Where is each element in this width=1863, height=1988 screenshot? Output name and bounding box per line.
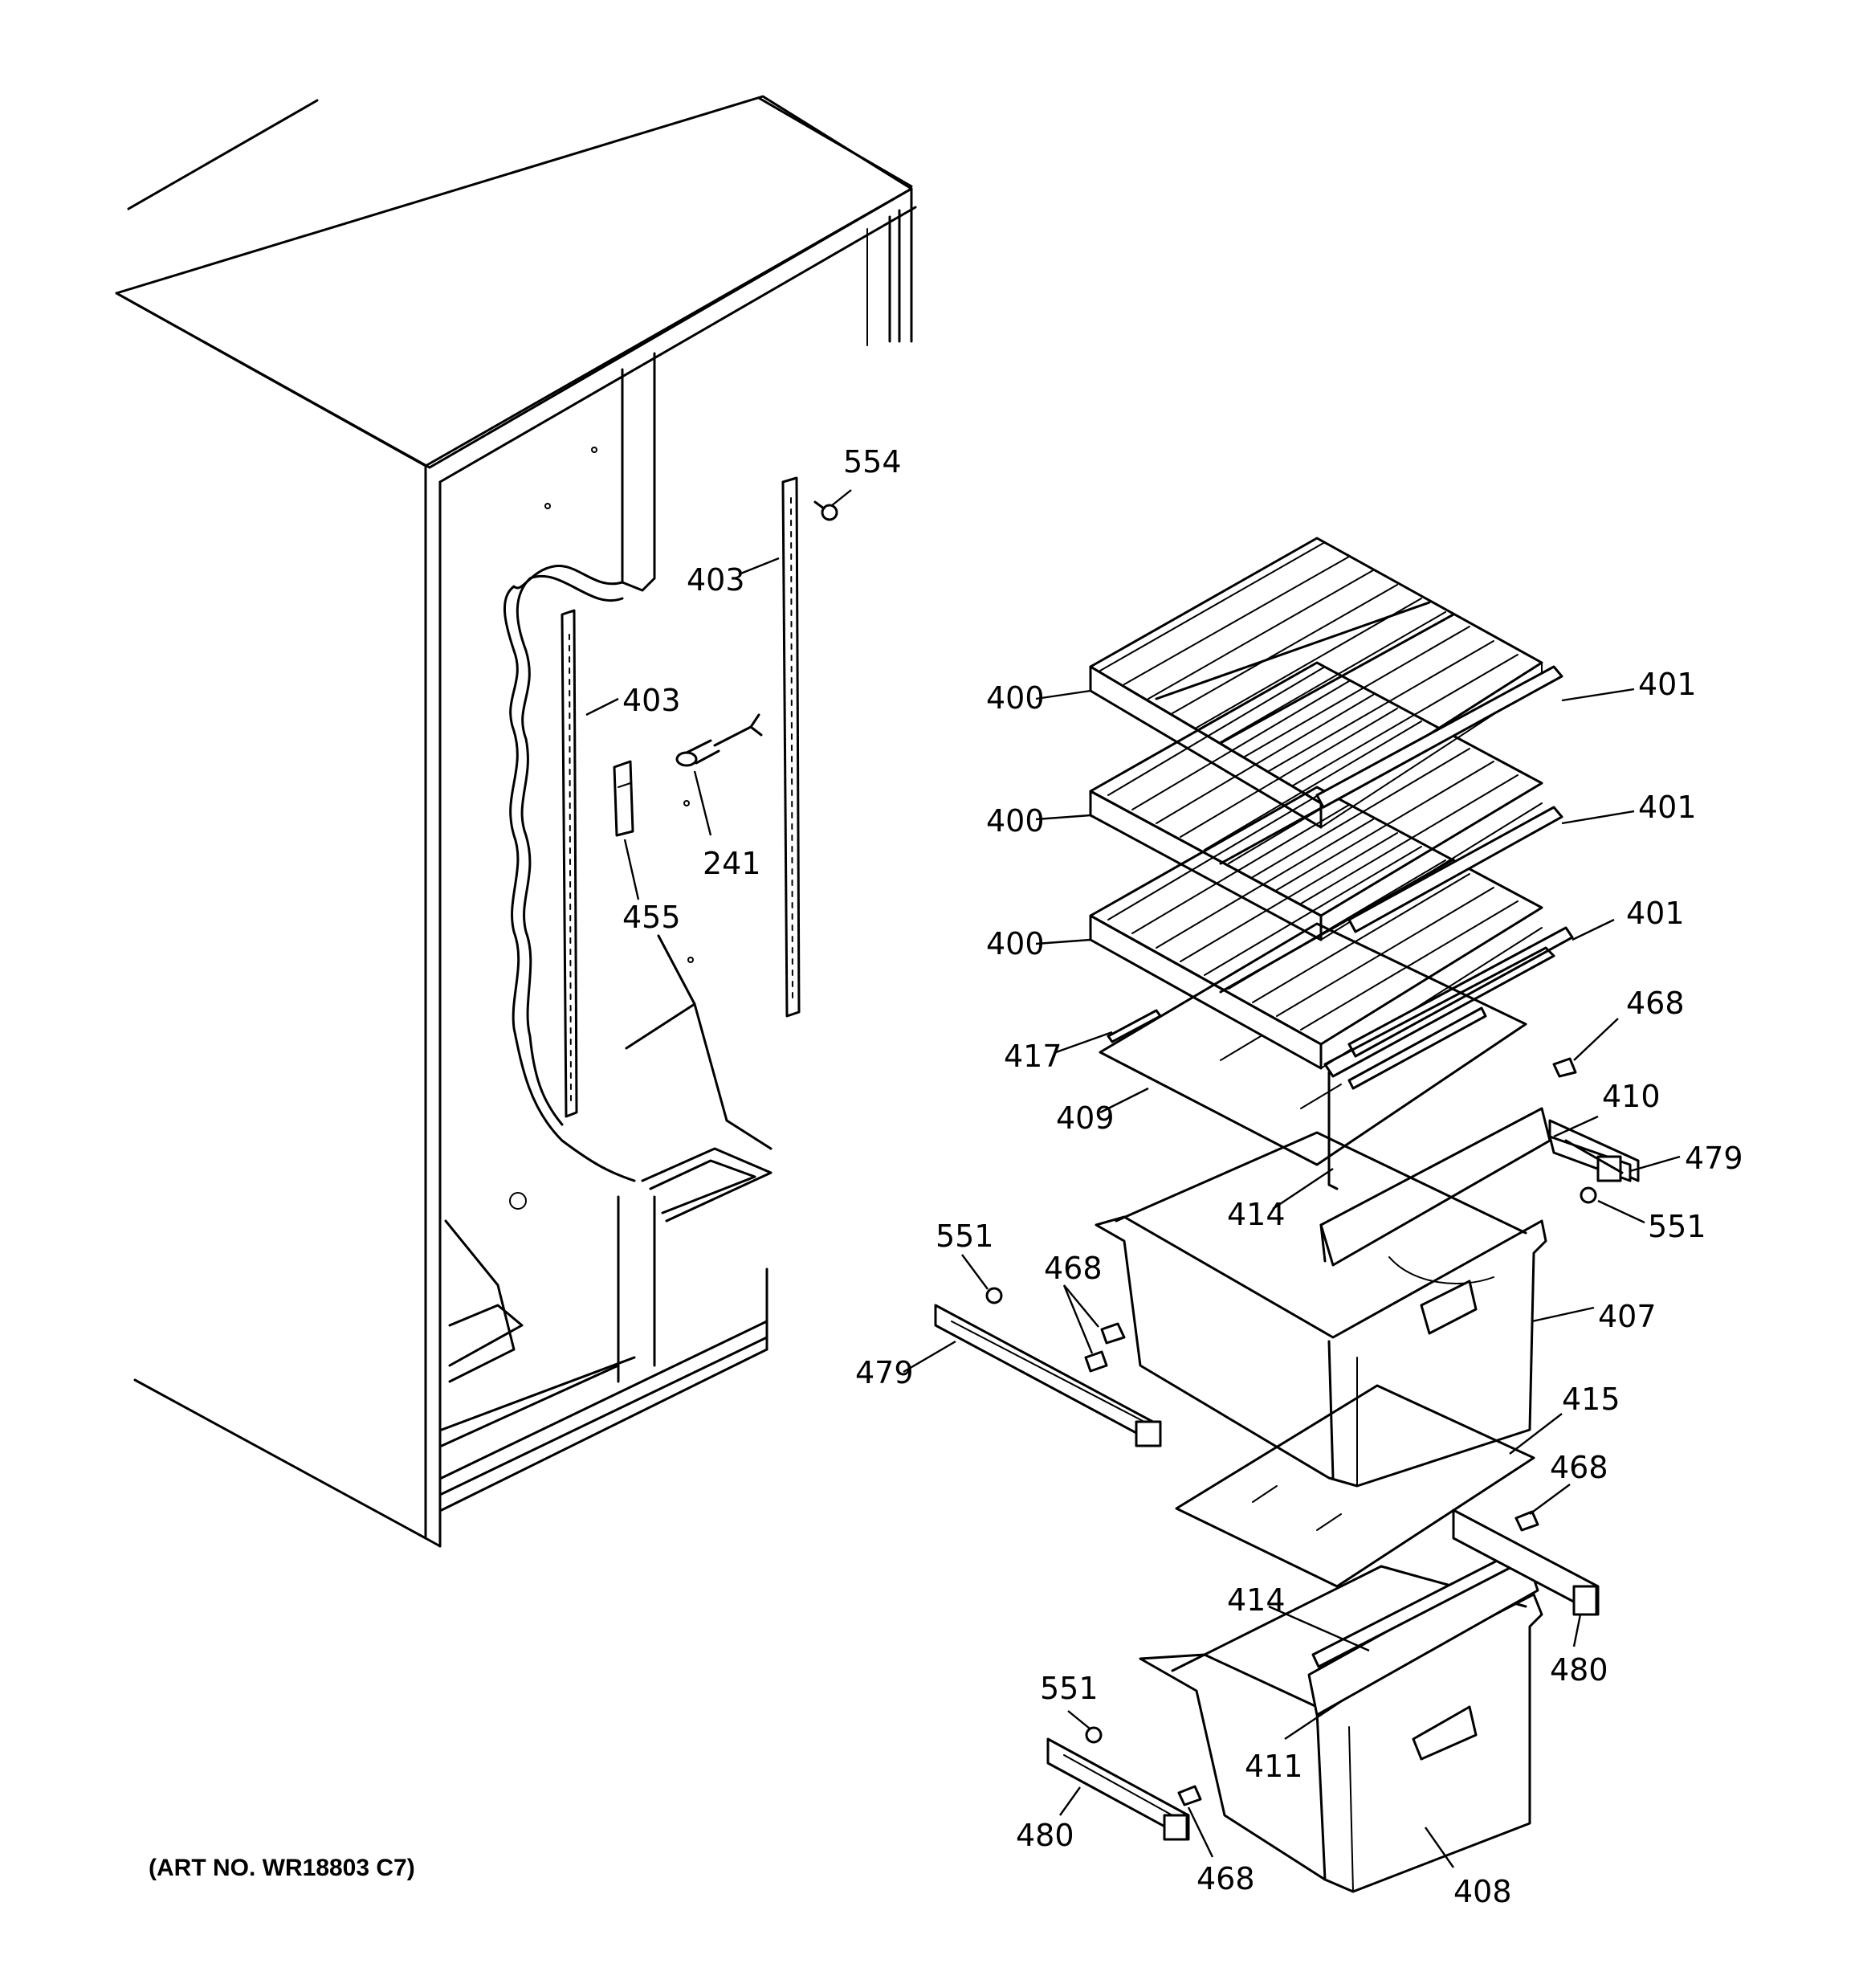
callout-labels: 554 403 403 241 455 400 400 400 401 401 …: [622, 444, 1743, 1909]
shelf-rail-right: [781, 476, 801, 1018]
leader-lines: [585, 489, 1681, 1868]
callout-480-left: 480: [1016, 1818, 1074, 1853]
callout-409: 409: [1056, 1100, 1115, 1136]
callout-479-left: 479: [855, 1355, 914, 1390]
callout-400-bottom: 400: [986, 926, 1045, 961]
refrigerator-cabinet: [115, 95, 917, 1548]
callout-407: 407: [1598, 1299, 1657, 1334]
callout-401-middle: 401: [1638, 790, 1697, 825]
crisper-drawer-upper: [1095, 946, 1555, 1488]
pad-468-lower-left: [1177, 1785, 1202, 1806]
drawer-slide-right-479: [1548, 1135, 1632, 1182]
callout-408: 408: [1453, 1874, 1512, 1909]
callout-401-top: 401: [1638, 667, 1697, 702]
glass-cover-415: [1175, 1384, 1535, 1588]
pad-468-upper-right: [1552, 1057, 1577, 1078]
wire-shelf-bottom: [1089, 786, 1543, 1070]
pad-468-mid-a: [1100, 1322, 1126, 1345]
callout-468-upper: 468: [1626, 986, 1685, 1021]
drawer-slide-left-479: [934, 1304, 1162, 1447]
callout-468-lower-right: 468: [1550, 1450, 1608, 1485]
callout-551-left: 551: [936, 1219, 994, 1254]
callout-410: 410: [1602, 1079, 1661, 1114]
crisper-drawer-lower: [1139, 1553, 1543, 1893]
callout-401-bottom: 401: [1626, 896, 1685, 931]
callout-414-lower: 414: [1227, 1582, 1286, 1618]
callout-468-middle: 468: [1044, 1251, 1103, 1286]
drawer-slide-left-480: [1046, 1737, 1190, 1841]
shelf-trim: [1315, 665, 1574, 1090]
callout-403-left: 403: [622, 683, 681, 718]
shelf-rail-left: [561, 609, 578, 1118]
callout-415: 415: [1562, 1382, 1620, 1417]
art-number: (ART NO. WR18803 C7): [149, 1855, 415, 1881]
callout-554: 554: [843, 444, 902, 480]
callout-400-middle: 400: [986, 803, 1045, 839]
callout-479-right: 479: [1685, 1141, 1743, 1176]
screw-551: [985, 1186, 1597, 1744]
callout-551-right: 551: [1648, 1209, 1706, 1244]
callout-400-top: 400: [986, 680, 1045, 716]
callout-551-lower: 551: [1040, 1671, 1099, 1706]
callout-455: 455: [622, 900, 681, 935]
callout-241: 241: [703, 846, 761, 881]
callout-414-upper: 414: [1227, 1197, 1286, 1232]
callout-411: 411: [1245, 1749, 1303, 1784]
pad-468-mid-b: [1084, 1350, 1108, 1373]
plug: [675, 713, 763, 767]
light-switch-clip: [613, 760, 634, 837]
callout-480-right: 480: [1550, 1652, 1608, 1688]
callout-468-lower-left: 468: [1196, 1861, 1255, 1896]
pad-468-lower-right: [1514, 1510, 1539, 1532]
drawer-slide-right-480: [1452, 1508, 1600, 1616]
callout-417: 417: [1004, 1039, 1062, 1074]
glass-shelf-strip: [1107, 1009, 1162, 1043]
screw-554: [813, 500, 838, 521]
glass-shelf-409: [1099, 922, 1527, 1166]
callout-403-right: 403: [687, 562, 745, 598]
